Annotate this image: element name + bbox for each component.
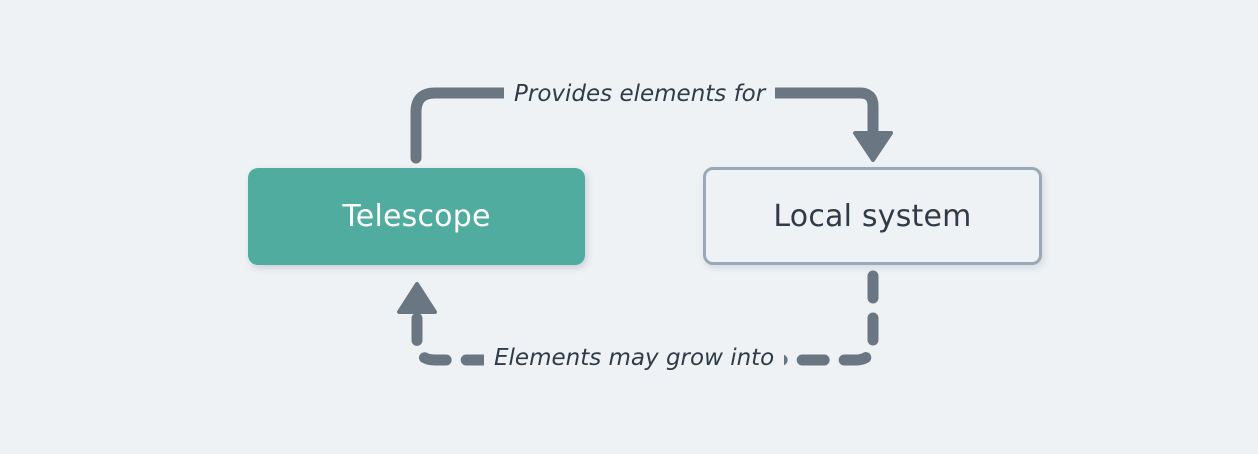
node-local-system[interactable]: Local system	[703, 167, 1042, 265]
edge-label-provides-elements-for: Provides elements for	[504, 80, 776, 108]
node-local-system-label: Local system	[773, 198, 972, 234]
node-telescope[interactable]: Telescope	[248, 168, 585, 265]
node-telescope-label: Telescope	[342, 199, 491, 234]
edge-label-elements-may-grow-into: Elements may grow into	[484, 344, 785, 372]
edge-top-arrowhead-icon	[853, 131, 893, 162]
edge-bottom-arrowhead-icon	[397, 282, 437, 314]
